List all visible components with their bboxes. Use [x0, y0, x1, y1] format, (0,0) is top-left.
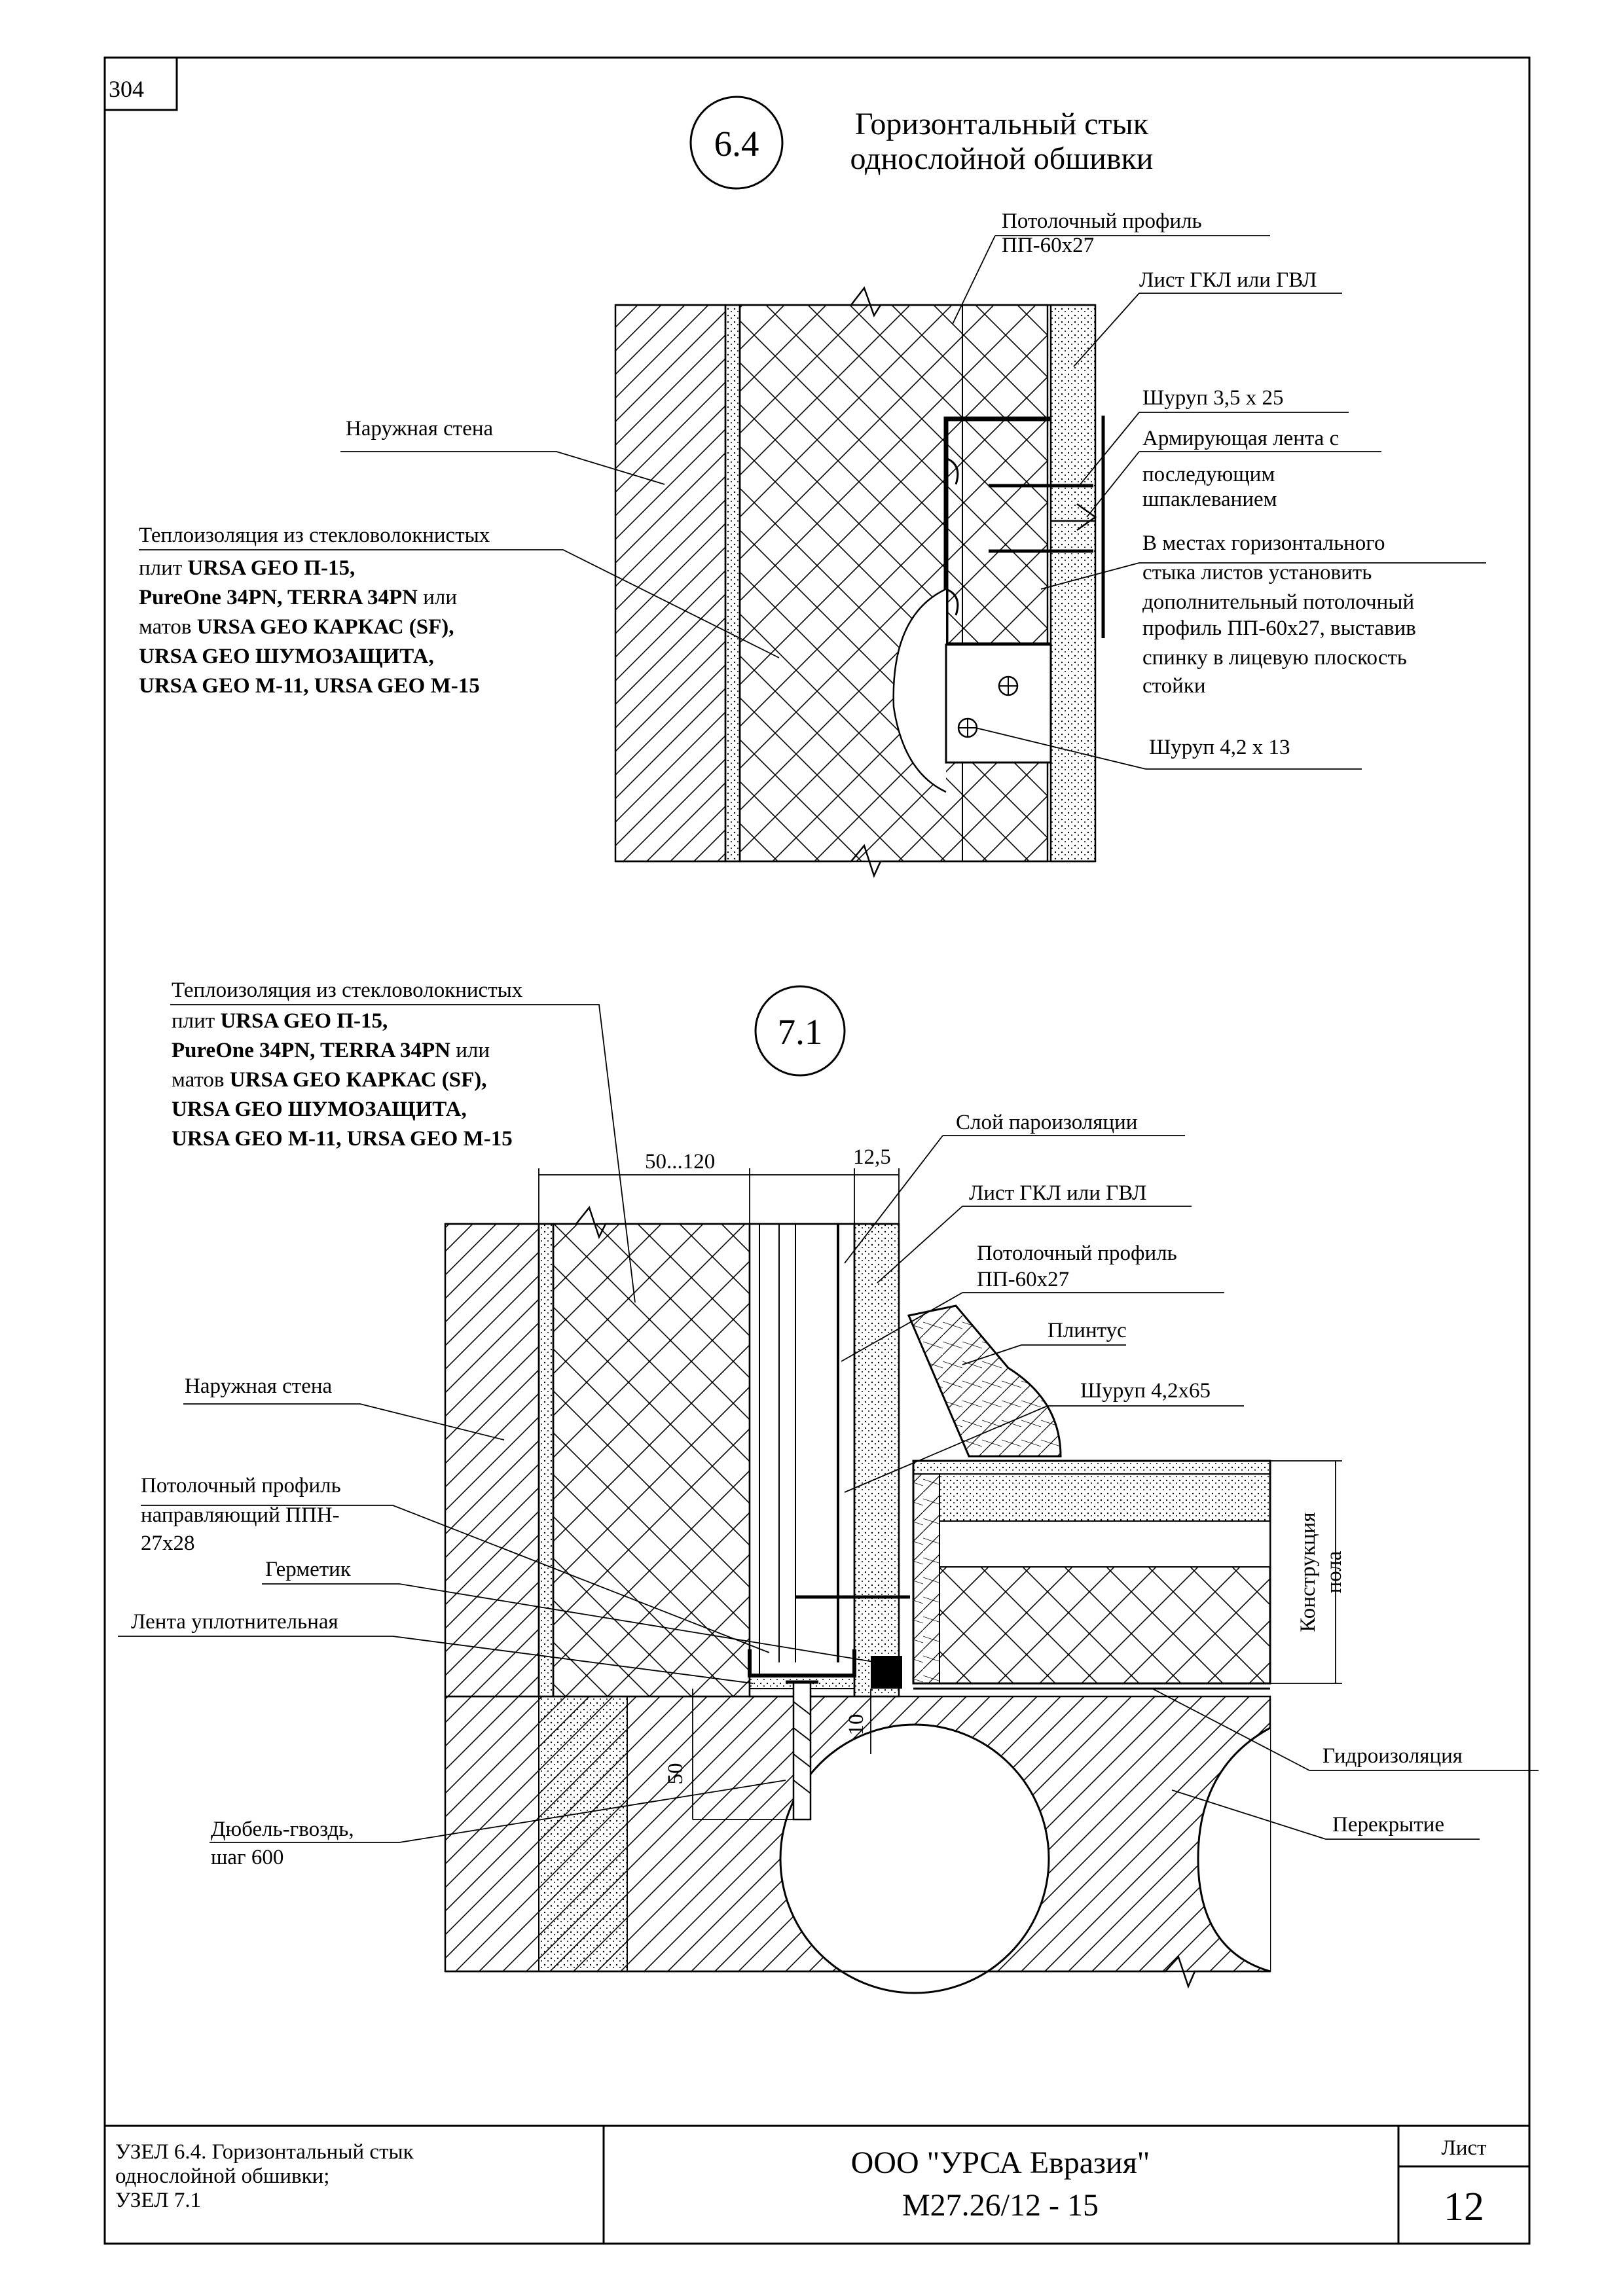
node-6-4-number: 6.4 [714, 124, 759, 164]
svg-text:PureOne 34PN, TERRA 34PN или: PureOne 34PN, TERRA 34PN или [172, 1039, 490, 1062]
node-7-1-marker [754, 985, 846, 1077]
title-block-line-3: УЗЕЛ 7.1 [115, 2189, 201, 2212]
sheet-number: 12 [1444, 2185, 1484, 2229]
svg-text:URSA GEO ШУМОЗАЩИТА,: URSA GEO ШУМОЗАЩИТА, [172, 1098, 467, 1121]
bracket-plate [945, 643, 1052, 764]
dowel-nail [786, 1680, 818, 1821]
label-ceiling-profile-2: ПП-60х27 [1002, 234, 1094, 257]
label-tape-2: последующим [1142, 463, 1275, 486]
node-6-4-title-1: Горизонтальный стык [855, 107, 1149, 141]
gypsum-board-7-1 [853, 1223, 900, 1698]
title-block-line-1: УЗЕЛ 6.4. Горизонтальный стык [115, 2140, 414, 2164]
node-6-4-title-2: однослойной обшивки [850, 141, 1154, 176]
membrane-strip [724, 304, 741, 863]
sealant-block [871, 1656, 902, 1689]
label-insulation-6-4: Теплоизоляция из стекловолокнистых плит … [139, 524, 490, 698]
svg-text:матов URSA GEO КАРКАС (SF),: матов URSA GEO КАРКАС (SF), [139, 615, 454, 639]
corner-number: 304 [109, 76, 144, 102]
dim-10: 10 [845, 1714, 868, 1736]
svg-text:PureOne 34PN, TERRA 34PN или: PureOne 34PN, TERRA 34PN или [139, 586, 457, 609]
label-guide-profile-1: Потолочный профиль [141, 1474, 341, 1498]
label-tape-3: шпаклеванием [1142, 488, 1277, 511]
label-screw-4-2: Шуруп 4,2 х 13 [1149, 736, 1290, 759]
label-sealant: Герметик [265, 1558, 352, 1581]
label-screw-4-2x65: Шуруп 4,2х65 [1080, 1379, 1211, 1403]
label-floor-2: пола [1322, 1551, 1346, 1593]
label-slab: Перекрытие [1332, 1813, 1444, 1837]
insulation-crosshatch [739, 304, 1049, 863]
plinth [907, 1304, 1062, 1458]
dim-50: 50 [664, 1763, 687, 1785]
floor-slab [444, 1695, 1271, 1994]
svg-text:плит URSA GEO П-15,: плит URSA GEO П-15, [139, 556, 355, 580]
label-ceiling-profile-7-1-2: ПП-60х27 [977, 1268, 1069, 1291]
label-dowel-2: шаг 600 [211, 1846, 283, 1869]
label-guide-profile-3: 27х28 [141, 1532, 195, 1555]
label-note-3: дополнительный потолочный [1142, 590, 1414, 614]
label-vapor-barrier: Слой пароизоляции [956, 1111, 1137, 1134]
svg-text:Теплоизоляция из стекловолокни: Теплоизоляция из стекловолокнистых [139, 524, 490, 547]
node-7-1-number: 7.1 [778, 1012, 823, 1052]
membrane-strip-7-1 [538, 1223, 555, 1698]
document-code: М27.26/12 - 15 [902, 2188, 1099, 2223]
svg-text:URSA GEO ШУМОЗАЩИТА,: URSA GEO ШУМОЗАЩИТА, [139, 645, 434, 668]
sheet-label: Лист [1441, 2136, 1486, 2160]
break-bottom-6-4 [615, 844, 1095, 878]
corner-box [103, 56, 178, 111]
label-board: Лист ГКЛ или ГВЛ [1139, 268, 1317, 292]
title-block: УЗЕЛ 6.4. Горизонтальный стык однослойно… [105, 2125, 1529, 2244]
outer-wall-hatch [614, 304, 727, 863]
label-screw-3-5: Шуруп 3,5 х 25 [1142, 386, 1284, 410]
dimensions-7-1 [538, 1168, 1342, 1820]
break-top-7-1 [445, 1206, 899, 1240]
leaders-6-4 [139, 235, 1486, 770]
svg-text:URSA GEO M-11, URSA GEO M-15: URSA GEO M-11, URSA GEO M-15 [172, 1127, 513, 1151]
label-note-5: спинку в лицевую плоскость [1142, 646, 1407, 670]
leaders-7-1 [118, 1004, 1539, 1843]
label-tape-1: Армирующая лента с [1142, 427, 1339, 450]
label-dowel-1: Дюбель-гвоздь, [211, 1818, 354, 1841]
node-6-4: 6.4 Горизонтальный стык однослойной обши… [139, 96, 1486, 878]
label-note-4: профиль ПП-60х27, выставив [1142, 617, 1416, 640]
dim-board-width: 12,5 [853, 1145, 891, 1169]
outer-wall-hatch-7-1 [444, 1223, 540, 1698]
label-insulation-7-1: Теплоизоляция из стекловолокнистых плит … [172, 978, 523, 1151]
sheet-frame [103, 56, 1531, 2245]
label-outer-wall: Наружная стена [346, 417, 494, 440]
node-6-4-marker [689, 96, 784, 190]
label-ceiling-profile-1: Потолочный профиль [1002, 209, 1202, 233]
title-block-line-2: однослойной обшивки; [115, 2164, 329, 2188]
label-note-2: стыка листов установить [1142, 561, 1372, 584]
label-floor-1: Конструкция [1296, 1512, 1320, 1632]
label-seal-tape: Лента уплотнительная [131, 1610, 338, 1634]
label-ceiling-profile-7-1-1: Потолочный профиль [977, 1242, 1177, 1265]
svg-text:URSA GEO M-11, URSA GEO M-15: URSA GEO M-11, URSA GEO M-15 [139, 674, 480, 698]
dim-insulation-width: 50...120 [645, 1150, 715, 1174]
svg-text:Теплоизоляция из стекловолокни: Теплоизоляция из стекловолокнистых [172, 978, 523, 1002]
label-note-6: стойки [1142, 674, 1206, 698]
company-name: ООО "УРСА Евразия" [851, 2145, 1150, 2180]
label-plinth: Плинтус [1048, 1319, 1127, 1342]
node-7-1: 7.1 [118, 978, 1539, 1994]
label-note-1: В местах горизонтального [1142, 531, 1385, 555]
insulation-crosshatch-7-1 [552, 1223, 751, 1698]
svg-text:плит URSA GEO П-15,: плит URSA GEO П-15, [172, 1009, 388, 1033]
floor-construction [912, 1460, 1271, 1690]
svg-text:матов URSA GEO КАРКАС (SF),: матов URSA GEO КАРКАС (SF), [172, 1068, 487, 1092]
break-top-6-4 [615, 286, 1095, 317]
gypsum-board-6-4 [1049, 304, 1097, 863]
label-outer-wall-7-1: Наружная стена [185, 1374, 333, 1398]
label-waterproofing: Гидроизоляция [1322, 1744, 1463, 1768]
cutaway-arc [892, 588, 947, 793]
label-guide-profile-2: направляющий ППН- [141, 1503, 340, 1527]
label-board-7-1: Лист ГКЛ или ГВЛ [969, 1181, 1146, 1205]
